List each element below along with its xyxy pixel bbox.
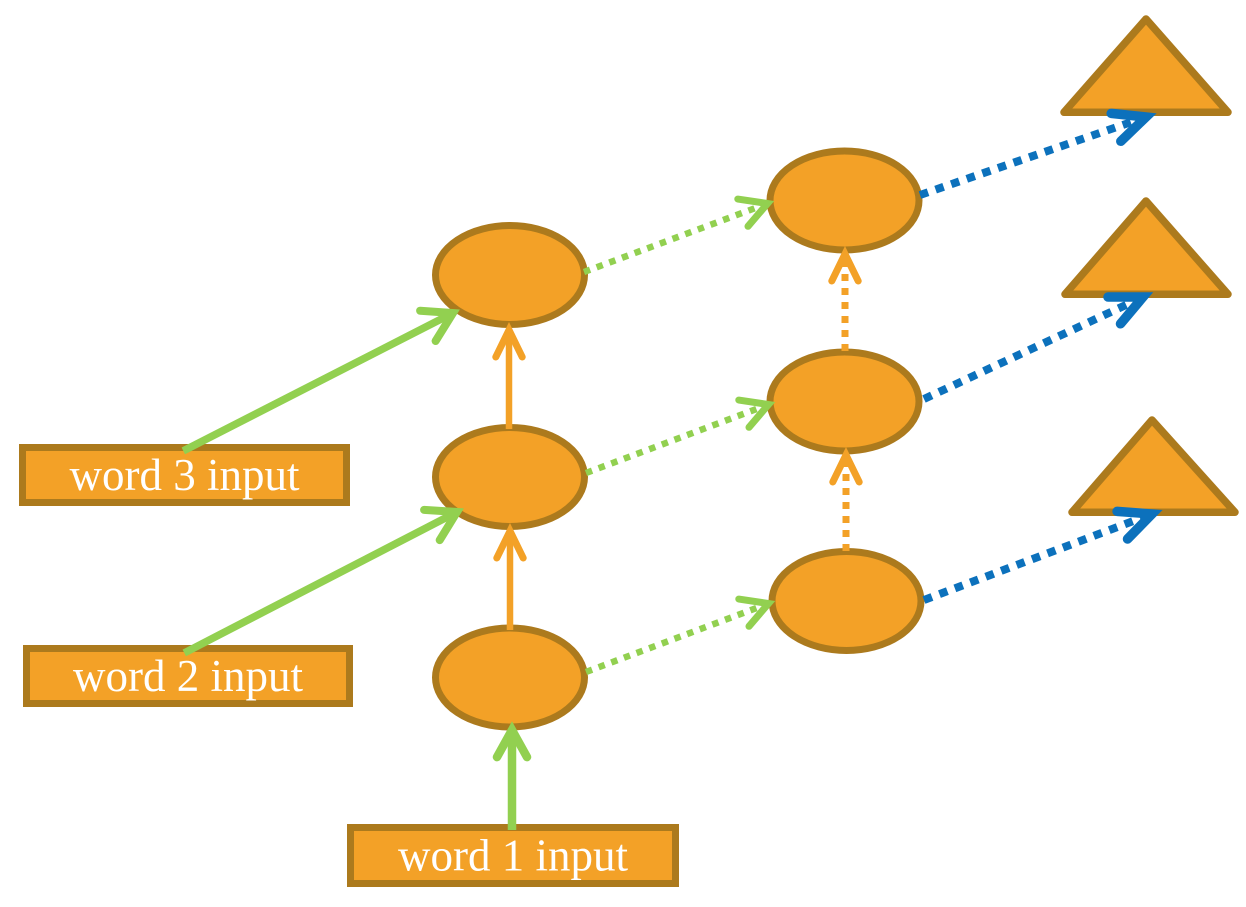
svg-text:word 1 input: word 1 input bbox=[398, 831, 628, 881]
svg-text:word 2 input: word 2 input bbox=[73, 651, 303, 701]
svg-text:word 3 input: word 3 input bbox=[70, 450, 300, 500]
